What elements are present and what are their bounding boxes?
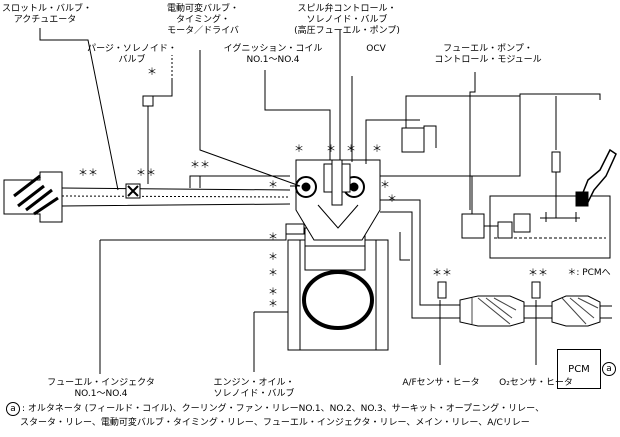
throttle-actuator-label: スロットル・バルブ・ アクチュエータ [2,4,93,26]
spill-label-line1: スピル弁コントロール・ [297,4,397,14]
svg-text:＊: ＊ [268,232,278,243]
svg-text:＊: ＊ [268,252,278,263]
svg-text:＊: ＊ [326,144,336,155]
catalyst-2 [551,295,601,327]
throttle-label-line2: アクチュエータ [13,15,77,25]
injector-label-line2: NO.1～NO.4 [74,389,128,399]
o2-sensor-heater-label: O₂センサ・ヒータ [499,378,573,388]
throttle-label-line1: スロットル・バルブ・ [2,4,93,14]
intake-pipe [61,187,291,207]
purge-valve-label: パージ・ソレノイド・ バルブ [82,44,182,66]
ignition-coil-label: イグニッション・コイル NO.1～NO.4 [218,44,328,66]
fpcm-label-line1: フューエル・ポンプ・ [443,44,533,54]
ignition-label-line2: NO.1～NO.4 [246,55,300,65]
af-sensor-heater-label: A/Fセンサ・ヒータ [402,378,480,388]
fpcm-label-line2: コントロール・モジュール [434,55,542,65]
svg-text:＊＊: ＊＊ [136,168,156,179]
purge-label-line2: バルブ [118,55,146,65]
spill-label-line3: (高圧フューエル・ポンプ) [294,26,400,36]
exhaust-pipe [380,199,460,319]
svg-text:＊: ＊ [380,180,390,191]
spill-label-line2: ソレノイド・バルブ [306,15,388,25]
spill-valve-label: スピル弁コントロール・ ソレノイド・バルブ (高圧フューエル・ポンプ) [272,4,422,37]
ignition-label-line1: イグニッション・コイル [223,44,323,54]
vvt-label-line3: モータ／ドライバ [167,26,239,36]
vvt-label-line1: 電動可変バルブ・ [166,4,239,14]
oil-solenoid-label: エンジン・オイル・ ソレノイド・バルブ [204,378,304,400]
svg-text:＊: ＊ [268,180,278,191]
svg-text:＊＊: ＊＊ [528,268,548,279]
filler-neck [579,148,617,207]
fuel-pump-control-module [461,213,485,239]
vvt-label-line2: タイミング・ [175,15,230,25]
fuel-tank [489,195,611,259]
ocv-label: OCV [366,44,386,54]
pcm-label: PCM [568,363,590,375]
oil-label-line1: エンジン・オイル・ [213,378,295,388]
svg-text:＊＊: ＊＊ [78,168,98,179]
footer-line2: スタータ・リレー、電動可変バルブ・タイミング・リレー、フューエル・インジェクタ・… [20,418,530,428]
fuel-pump-control-module-label: フューエル・ポンプ・ コントロール・モジュール [418,44,558,66]
svg-text:＊: ＊ [268,268,278,279]
vvt-motor-label: 電動可変バルブ・ タイミング・ モータ／ドライバ [148,4,258,37]
purge-line [147,80,173,175]
svg-text:＊: ＊ [268,287,278,298]
footer-circle-a-marker: a [6,402,20,416]
svg-text:＊＊: ＊＊ [432,268,452,279]
svg-text:＊: ＊ [147,67,157,78]
footer-line1: : オルタネータ (フィールド・コイル)、クーリング・ファン・リレーNO.1、N… [22,404,545,414]
catalyst-1 [459,295,525,327]
purge-label-line1: パージ・ソレノイド・ [87,44,177,54]
circle-a-marker: a [602,362,616,376]
svg-text:＊＊: ＊＊ [190,160,210,171]
fuel-line [380,93,601,177]
svg-text:＊: ＊ [346,144,356,155]
svg-text:＊: ＊ [294,144,304,155]
svg-text:＊: ＊ [268,299,278,310]
pcm-legend-label: ＊: PCMへ [567,268,611,278]
injector-label: フューエル・インジェクタ NO.1～NO.4 [36,378,166,400]
injector-label-line1: フューエル・インジェクタ [47,378,155,388]
pcm-box: PCM [557,349,601,389]
injector [285,223,305,235]
svg-text:＊: ＊ [372,144,382,155]
oil-label-line2: ソレノイド・バルブ [213,389,295,399]
svg-text:＊: ＊ [387,194,397,205]
